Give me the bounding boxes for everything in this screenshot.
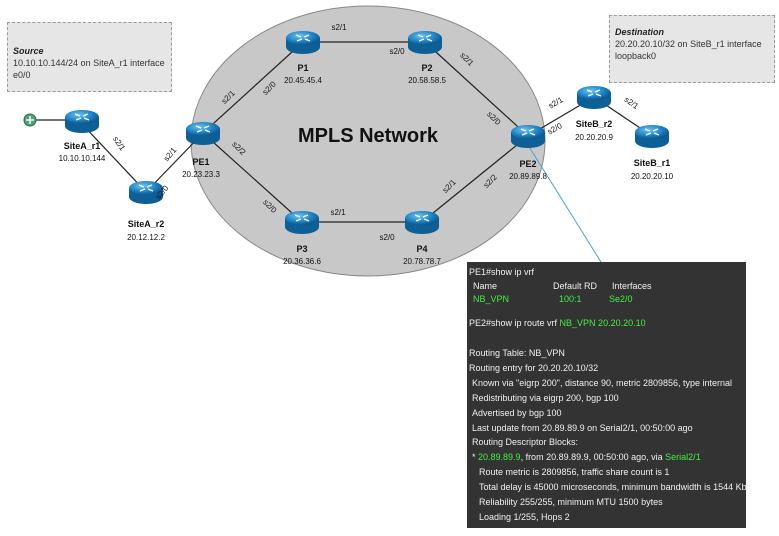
term-rt-entry: Routing entry for 20.20.20.10/32	[469, 363, 599, 373]
router-icon-p3[interactable]	[284, 210, 320, 235]
link-pe1-p1	[202, 41, 304, 134]
term-delay: Total delay is 45000 microseconds, minim…	[479, 482, 752, 492]
term-rdb: Routing Descriptor Blocks:	[472, 437, 579, 447]
router-icon-pe2[interactable]	[510, 124, 546, 149]
router-icon-siteb-r1[interactable]	[634, 124, 670, 149]
cloud-label: MPLS Network	[298, 125, 439, 147]
destination-note: Destination 20.20.20.10/32 on SiteB_r1 i…	[609, 15, 775, 83]
source-note-body: 10.10.10.144/24 on SiteA_r1 interface e0…	[13, 58, 165, 80]
link-p2-pe2	[424, 41, 529, 137]
router-name-p4: P4	[416, 244, 427, 254]
router-ip-p4: 20.78.78.7	[403, 257, 441, 266]
router-ip-pe1: 20.23.23.3	[182, 170, 220, 179]
term-redist: Redistributing via eigrp 200, bgp 100	[472, 393, 619, 403]
iface-p2-p1: s2/0	[389, 47, 405, 56]
term-star: *	[472, 452, 479, 462]
iface-sb2-pe2: s2/1	[547, 95, 565, 111]
router-ip-sitea-r2: 20.12.12.2	[127, 233, 165, 242]
router-ip-siteb-r1: 20.20.20.10	[631, 172, 674, 181]
router-icon-siteb-r2[interactable]	[576, 85, 612, 110]
router-icon-p1[interactable]	[285, 30, 321, 55]
term-from: , from 20.89.89.9, 00:50:00 ago, via	[520, 452, 666, 462]
term-loading: Loading 1/255, Hops 2	[479, 512, 570, 522]
term-adv: Advertised by bgp 100	[472, 408, 562, 418]
link-pe1-p3	[202, 132, 303, 223]
term-cmd1: PE1#show ip vrf	[469, 267, 535, 277]
term-rt-table: Routing Table: NB_VPN	[469, 348, 565, 358]
router-icon-sitea-r1[interactable]	[64, 109, 100, 134]
router-name-p3: P3	[296, 244, 307, 254]
term-reliability: Reliability 255/255, minimum MTU 1500 by…	[479, 497, 663, 507]
router-name-pe2: PE2	[519, 159, 536, 169]
router-labels: SiteA_r1 10.10.10.144 SiteA_r2 20.12.12.…	[59, 63, 674, 266]
iface-sa1-sa2: s2/1	[111, 135, 127, 153]
router-icon-pe1[interactable]	[185, 121, 221, 146]
terminal-output-panel: PE1#show ip vrf Name Default RD Interfac…	[467, 262, 751, 528]
router-ip-pe2: 20.89.89.8	[509, 172, 547, 181]
router-ip-sitea-r1: 10.10.10.144	[59, 154, 106, 163]
term-cmd2: PE2#show ip route vrf NB_VPN 20.20.20.10	[469, 318, 646, 329]
term-hdr-rd: Default RD	[553, 281, 598, 291]
term-row-name: NB_VPN	[473, 294, 510, 304]
link-sitea-r1-sitea-r2	[81, 123, 147, 193]
term-cmd2-arg: NB_VPN 20.20.20.10	[559, 318, 646, 328]
router-name-p2: P2	[421, 63, 432, 73]
term-known: Known via "eigrp 200", distance 90, metr…	[472, 378, 733, 388]
router-icon-p4[interactable]	[404, 210, 440, 235]
router-name-p1: P1	[297, 63, 308, 73]
term-rdb-entry: * 20.89.89.9, from 20.89.89.9, 00:50:00 …	[472, 452, 701, 463]
term-next-hop: 20.89.89.9	[478, 452, 521, 462]
iface-p1-p2: s2/1	[331, 23, 347, 32]
router-name-siteb-r1: SiteB_r1	[634, 158, 671, 168]
router-name-siteb-r2: SiteB_r2	[576, 119, 613, 129]
term-cmd2-prefix: PE2#show ip route vrf	[469, 318, 560, 328]
iface-p3-p4: s2/1	[330, 208, 346, 217]
destination-note-body-2: loopback0	[615, 51, 657, 61]
link-p4-pe2	[421, 135, 529, 223]
source-note: Source 10.10.10.144/24 on SiteA_r1 inter…	[7, 22, 172, 92]
term-row-if: Se2/0	[609, 294, 633, 304]
term-last: Last update from 20.89.89.9 on Serial2/1…	[472, 423, 693, 433]
destination-note-body-1: 20.20.20.10/32 on SiteB_r1 interface	[615, 39, 762, 49]
term-hdr-name: Name	[473, 281, 498, 291]
router-ip-siteb-r2: 20.20.20.9	[575, 133, 613, 142]
iface-sb2-sb1: s2/1	[623, 95, 641, 111]
destination-note-title: Destination	[615, 27, 665, 37]
term-hdr-if: Interfaces	[612, 281, 652, 291]
router-name-pe1: PE1	[192, 157, 209, 167]
term-via: Serial2/1	[665, 452, 701, 462]
router-name-sitea-r1: SiteA_r1	[64, 141, 101, 151]
callout-line	[527, 144, 602, 263]
router-ip-p3: 20.36.36.6	[283, 257, 321, 266]
host-endpoint-icon	[23, 113, 37, 127]
term-row-rd: 100:1	[559, 294, 582, 304]
source-note-title: Source	[13, 46, 44, 56]
router-ip-p2: 20.58.58.5	[408, 76, 446, 85]
iface-p4-p3: s2/0	[379, 233, 395, 242]
router-name-sitea-r2: SiteA_r2	[128, 219, 165, 229]
term-metric: Route metric is 2809856, traffic share c…	[479, 467, 670, 477]
router-ip-p1: 20.45.45.4	[284, 76, 322, 85]
router-icon-p2[interactable]	[407, 30, 443, 55]
